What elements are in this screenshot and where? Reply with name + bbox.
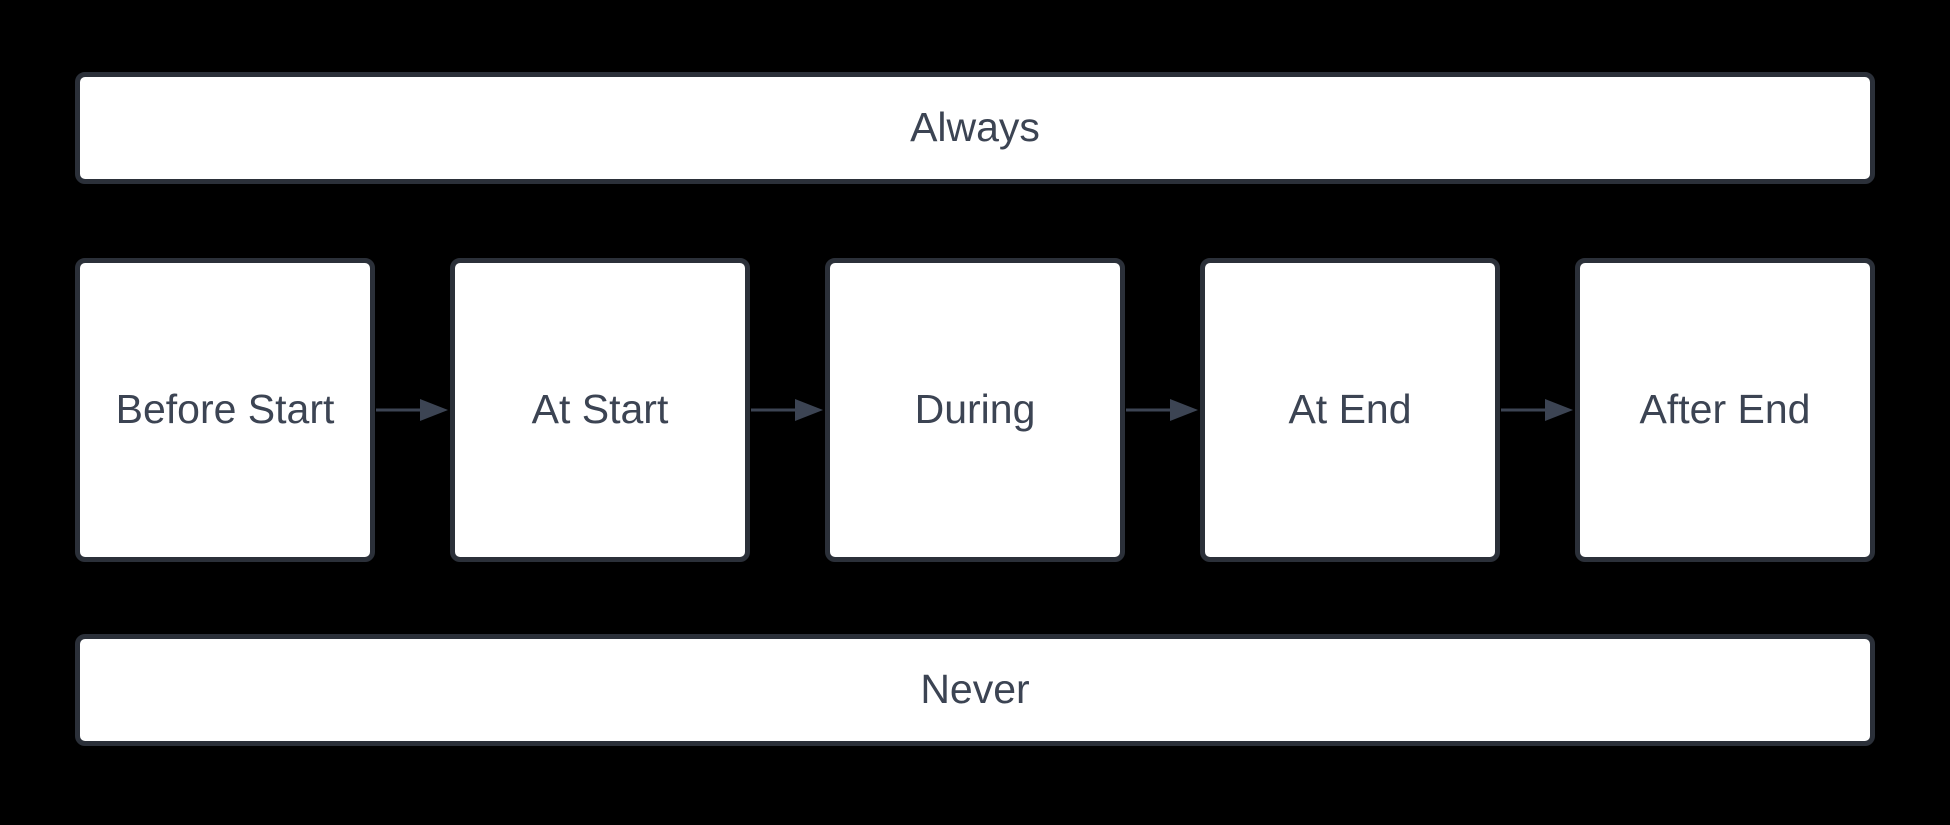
node-at-start[interactable]: At Start xyxy=(450,258,750,562)
arrow-at-end-to-after-end xyxy=(1500,395,1575,425)
arrow-during-to-at-end xyxy=(1125,395,1200,425)
node-at-end[interactable]: At End xyxy=(1200,258,1500,562)
node-never-label: Never xyxy=(920,666,1030,713)
node-at-end-label: At End xyxy=(1288,386,1412,433)
node-after-end-label: After End xyxy=(1639,386,1811,433)
node-before-start[interactable]: Before Start xyxy=(75,258,375,562)
node-after-end[interactable]: After End xyxy=(1575,258,1875,562)
node-at-start-label: At Start xyxy=(531,386,669,433)
node-always-label: Always xyxy=(910,104,1040,151)
arrow-right-icon xyxy=(1501,399,1573,421)
node-always[interactable]: Always xyxy=(75,72,1875,184)
arrow-at-start-to-during xyxy=(750,395,825,425)
node-before-start-label: Before Start xyxy=(115,386,335,433)
arrow-before-start-to-at-start xyxy=(375,395,450,425)
arrow-right-icon xyxy=(751,399,823,421)
node-during-label: During xyxy=(914,386,1036,433)
node-never[interactable]: Never xyxy=(75,634,1875,746)
arrow-right-icon xyxy=(1126,399,1198,421)
node-during[interactable]: During xyxy=(825,258,1125,562)
arrow-right-icon xyxy=(376,399,448,421)
